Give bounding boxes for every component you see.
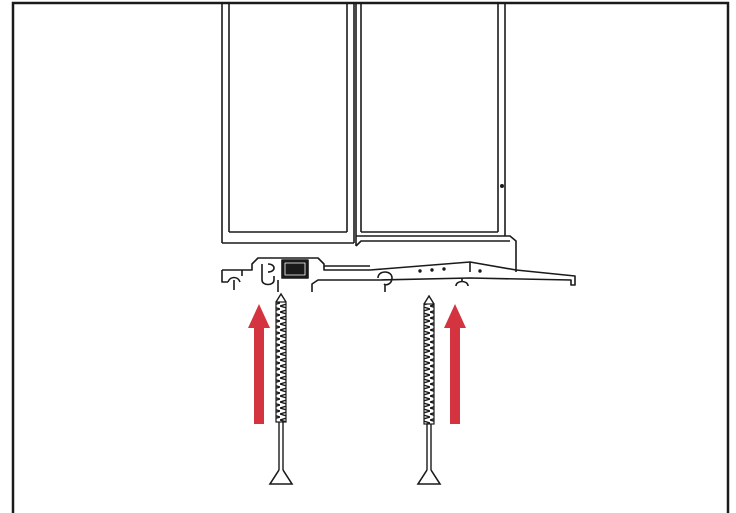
diagram-frame (11, 1, 730, 513)
right-door-panel (355, 3, 517, 272)
left-door-panel (221, 3, 355, 244)
screw-right (416, 294, 442, 485)
screw-left (268, 292, 294, 485)
arrow-up-right (444, 304, 466, 424)
bottom-track (221, 257, 576, 292)
arrow-up-left (248, 304, 270, 424)
